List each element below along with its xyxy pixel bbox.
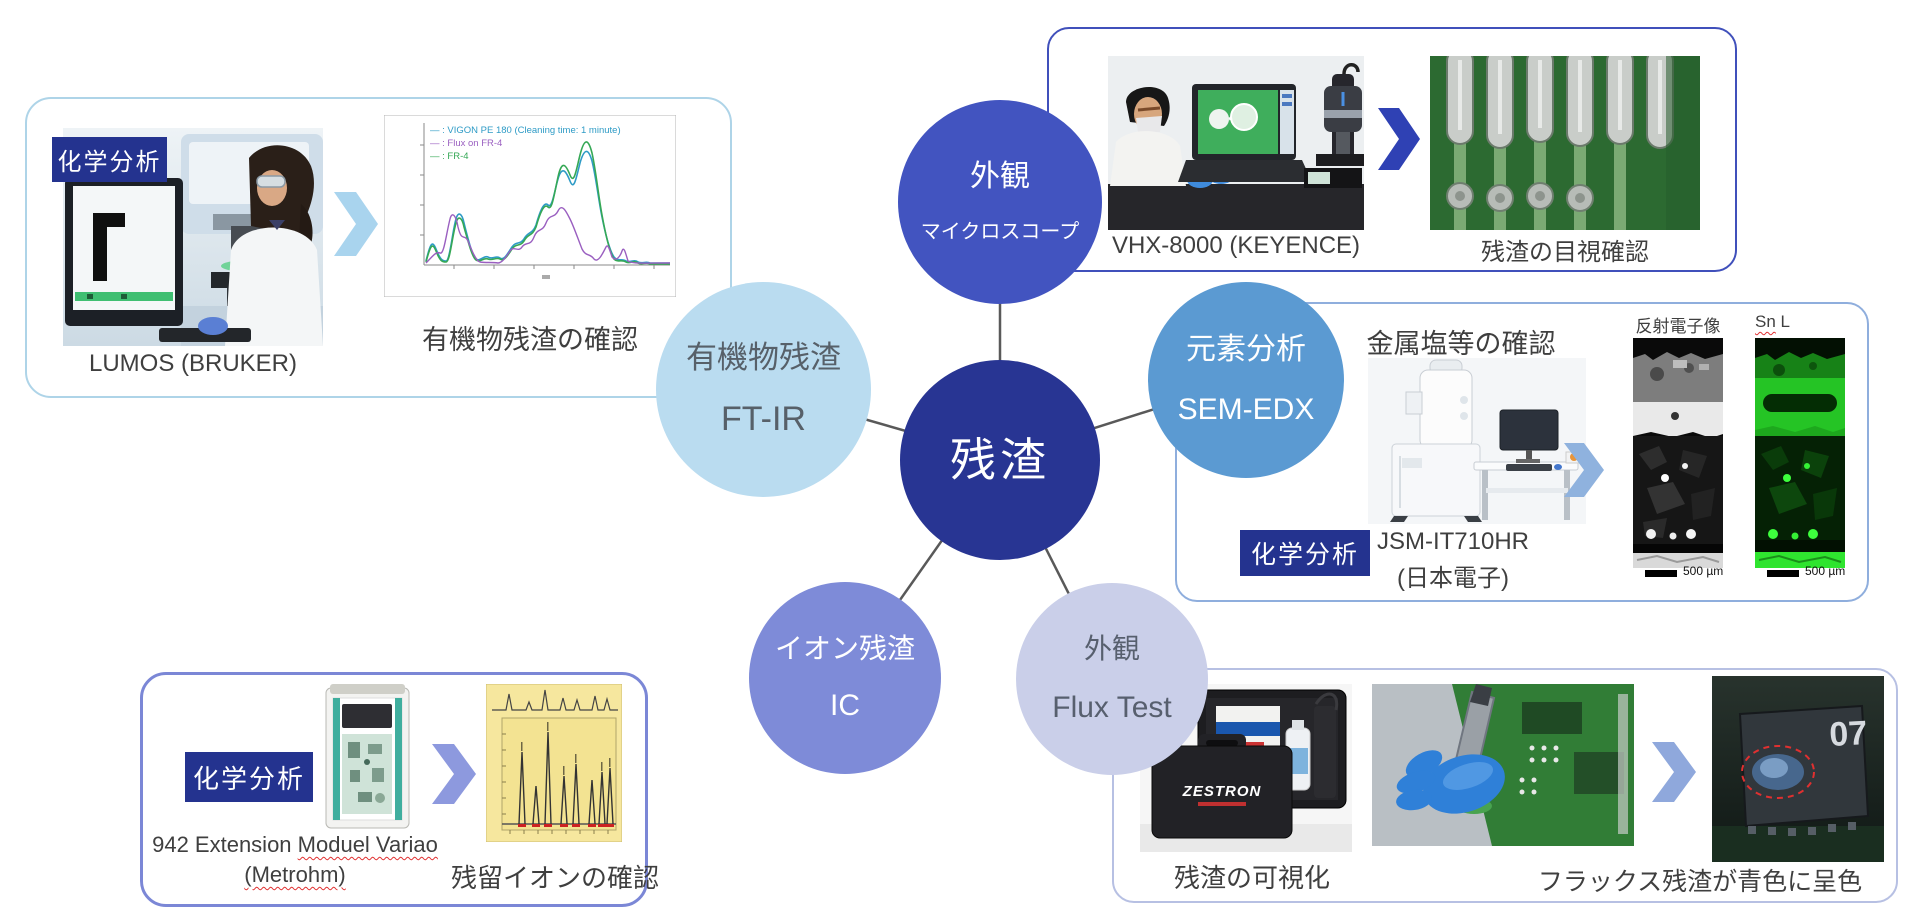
node-label-line2: SEM-EDX	[1177, 393, 1315, 426]
metrohm-photo	[320, 684, 415, 837]
badge-label: 化学分析	[57, 149, 162, 176]
sem-heading: 金属塩等の確認	[1366, 329, 1556, 359]
badge-label: 化学分析	[192, 763, 305, 794]
scale-bar-label: 500 µm	[1805, 564, 1846, 578]
equipment-text: 942 Extension	[152, 832, 298, 857]
metrohm-equipment-label-2: (Metrohm)	[150, 862, 440, 888]
node-label-line1: 外観	[1083, 632, 1140, 664]
chip-marking: 07	[1828, 714, 1868, 754]
flux-kit-caption: 残渣の可視化	[1173, 863, 1330, 893]
flux-result-caption: フラックス残渣が青色に呈色	[1537, 868, 1863, 896]
snl-sem-image	[1755, 338, 1845, 573]
center-label: 残渣	[950, 433, 1050, 486]
node-center-residue: 残渣	[900, 360, 1100, 560]
snl-label-sn: Sn	[1755, 312, 1776, 331]
ic-result-label: 残留イオンの確認	[450, 863, 659, 893]
equipment-text-misspelled: Moduel Variao	[297, 832, 438, 857]
zestron-logo: ZESTRON	[1182, 783, 1262, 800]
node-ftir: 有機物残渣 FT-IR	[656, 282, 871, 497]
node-label-line2: FT-IR	[721, 399, 806, 438]
scale-bar-label: 500 µm	[1683, 564, 1724, 578]
vhx-equipment-label: VHX-8000 (KEYENCE)	[1111, 232, 1361, 259]
badge-label: 化学分析	[1250, 541, 1359, 569]
node-label-line1: イオン残渣	[774, 632, 915, 664]
legend-vigon: — : VIGON PE 180 (Cleaning time: 1 minut…	[430, 125, 621, 136]
legend-flux: — : Flux on FR-4	[430, 138, 502, 149]
flux-apply-photo	[1372, 684, 1634, 851]
node-label-line1: 外観	[970, 160, 1030, 194]
lumos-equipment-label: LUMOS (BRUKER)	[88, 350, 298, 377]
microscope-result-label: 残渣の目視確認	[1481, 239, 1649, 266]
legend-fr4: — : FR-4	[430, 151, 469, 162]
node-microscope: 外観 マイクロスコープ	[898, 100, 1102, 304]
metrohm-equipment-label-1: 942 Extension Moduel Variao	[150, 832, 440, 858]
vhx-photo	[1108, 56, 1368, 235]
scale-bar-line	[1645, 570, 1677, 577]
bse-sem-image	[1633, 338, 1723, 573]
snl-label-l: L	[1780, 312, 1790, 331]
bse-image-label: 反射電子像	[1635, 317, 1721, 336]
sem-equipment-label-1: JSM-IT710HR	[1376, 528, 1530, 555]
node-label-line2: マイクロスコープ	[920, 220, 1080, 243]
scale-bar-line	[1767, 570, 1799, 577]
node-flux: 外観 Flux Test	[1016, 583, 1208, 775]
node-label-line1: 有機物残渣	[686, 340, 841, 376]
sem-equipment-label-2: (日本電子)	[1397, 565, 1509, 592]
node-label-line1: 元素分析	[1186, 332, 1306, 366]
node-sem: 元素分析 SEM-EDX	[1148, 282, 1344, 478]
node-label-line2: IC	[830, 688, 860, 722]
ftir-spectrum-chart: — : VIGON PE 180 (Cleaning time: 1 minut…	[383, 114, 677, 302]
ftir-chemical-analysis-badge: 化学分析	[52, 137, 167, 182]
node-ic: イオン残渣 IC	[749, 582, 941, 774]
equipment-text-misspelled: (Metrohm)	[244, 862, 346, 887]
snl-image-label: Sn L	[1755, 312, 1845, 332]
sem-chemical-analysis-badge: 化学分析	[1240, 530, 1370, 576]
blue-residue-photo: 07	[1712, 676, 1884, 867]
ion-chromatogram	[485, 683, 623, 847]
ftir-result-label: 有機物残渣の確認	[422, 325, 638, 355]
sem-instrument-photo	[1368, 358, 1586, 529]
ic-chemical-analysis-badge: 化学分析	[185, 752, 313, 802]
zestron-kit-photo: ZESTRON	[1140, 684, 1352, 857]
pcb-visual-photo	[1430, 47, 1700, 235]
node-label-line2: Flux Test	[1052, 690, 1172, 724]
